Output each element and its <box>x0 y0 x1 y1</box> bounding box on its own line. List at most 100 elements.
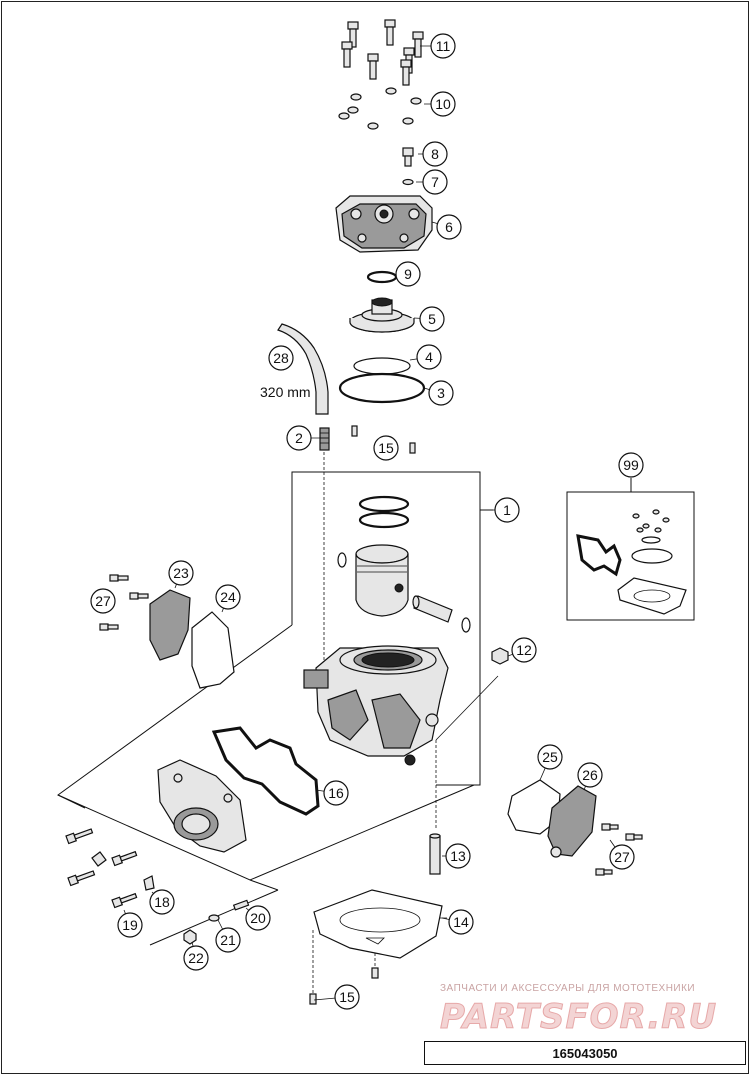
callout-25: 25 <box>537 744 563 770</box>
callout-circle <box>168 560 194 586</box>
small-screws-27-left <box>99 574 149 631</box>
intake-bolts <box>65 828 138 909</box>
callout-label: 8 <box>431 146 439 162</box>
callout-27: 27 <box>90 588 116 614</box>
callout-circle <box>268 345 294 371</box>
callout-8: 8 <box>422 141 448 167</box>
hose-length-label: 320 mm <box>260 384 311 400</box>
cylinder <box>303 645 449 766</box>
callout-circle <box>430 91 456 117</box>
callout-label: 23 <box>173 565 189 581</box>
callout-circle <box>609 844 635 870</box>
callout-21: 21 <box>215 927 241 953</box>
circlip-right <box>461 617 471 633</box>
callout-circle <box>245 905 271 931</box>
callout-circle <box>577 762 603 788</box>
watermark-caption: ЗАПЧАСТИ И АКСЕССУАРЫ ДЛЯ МОТОТЕХНИКИ <box>440 983 696 994</box>
document-number-text: 165043050 <box>552 1045 618 1061</box>
callout-label: 2 <box>295 430 303 446</box>
callout-label: 9 <box>404 266 412 282</box>
cylinder-head <box>335 195 433 253</box>
callout-circle <box>537 744 563 770</box>
clip-18a <box>91 851 107 867</box>
intake-gasket <box>211 726 320 816</box>
head-bolts <box>341 19 424 86</box>
callout-label: 11 <box>436 38 451 54</box>
washer-21 <box>208 914 220 922</box>
callout-circle <box>428 380 454 406</box>
dowel-pin-bottom-b <box>371 967 379 979</box>
callout-13: 13 <box>445 843 471 869</box>
callout-circle <box>445 843 471 869</box>
callout-label: 16 <box>328 785 344 801</box>
base-gasket-14 <box>313 889 443 959</box>
side-cover-26 <box>547 785 597 857</box>
intake-leader-box <box>57 624 475 881</box>
callout-circle <box>416 344 442 370</box>
callout-circle <box>286 425 312 451</box>
callout-15: 15 <box>373 435 399 461</box>
callout-circle <box>511 637 537 663</box>
callout-circle <box>373 435 399 461</box>
callout-circle <box>323 780 349 806</box>
callout-circle <box>436 214 462 240</box>
callout-10: 10 <box>430 91 456 117</box>
callout-label: 27 <box>614 849 630 865</box>
callout-label: 18 <box>154 894 170 910</box>
callout-circle <box>183 945 209 971</box>
callout-label: 3 <box>437 385 445 401</box>
combustion-chamber-insert <box>349 297 415 333</box>
callout-18: 18 <box>149 889 175 915</box>
o-ring-4 <box>353 357 411 375</box>
reed-valve-housing <box>157 759 247 853</box>
callout-28: 28 <box>268 345 294 371</box>
callout-3: 3 <box>428 380 454 406</box>
callout-circle <box>90 588 116 614</box>
flange-nut-12 <box>491 647 509 665</box>
piston <box>355 544 409 617</box>
dowel-pin-top-b <box>409 442 416 454</box>
piston-pin <box>412 595 453 623</box>
callout-circle <box>448 909 474 935</box>
callout-circle <box>419 306 445 332</box>
callout-99: 99 <box>618 452 644 478</box>
callout-26: 26 <box>577 762 603 788</box>
callout-label: 15 <box>339 989 355 1005</box>
callout-4: 4 <box>416 344 442 370</box>
callout-circle <box>618 452 644 478</box>
exhaust-gasket-24 <box>191 611 235 689</box>
nipple <box>319 427 330 451</box>
washers <box>338 87 422 130</box>
dowel-pin-bottom-a <box>309 993 317 1005</box>
callout-circle <box>422 169 448 195</box>
callout-1: 1 <box>494 497 520 523</box>
callout-9: 9 <box>395 261 421 287</box>
callout-24: 24 <box>215 584 241 610</box>
callout-15: 15 <box>334 984 360 1010</box>
nut-22 <box>183 929 197 945</box>
callout-label: 1 <box>503 502 511 518</box>
callout-circle <box>430 33 456 59</box>
callout-11: 11 <box>430 33 456 59</box>
gasket-kit <box>576 509 687 615</box>
callout-circle <box>215 927 241 953</box>
callout-label: 4 <box>425 349 433 365</box>
callout-circle <box>494 497 520 523</box>
callout-19: 19 <box>117 912 143 938</box>
callout-23: 23 <box>168 560 194 586</box>
callout-label: 26 <box>582 767 598 783</box>
callout-label: 14 <box>453 914 469 930</box>
callout-14: 14 <box>448 909 474 935</box>
callout-label: 5 <box>428 311 436 327</box>
callout-circle <box>117 912 143 938</box>
callout-6: 6 <box>436 214 462 240</box>
callout-label: 7 <box>431 174 439 190</box>
callout-27: 27 <box>609 844 635 870</box>
callout-label: 15 <box>378 440 394 456</box>
hose <box>277 323 329 415</box>
stud-20 <box>232 899 250 911</box>
callout-2: 2 <box>286 425 312 451</box>
